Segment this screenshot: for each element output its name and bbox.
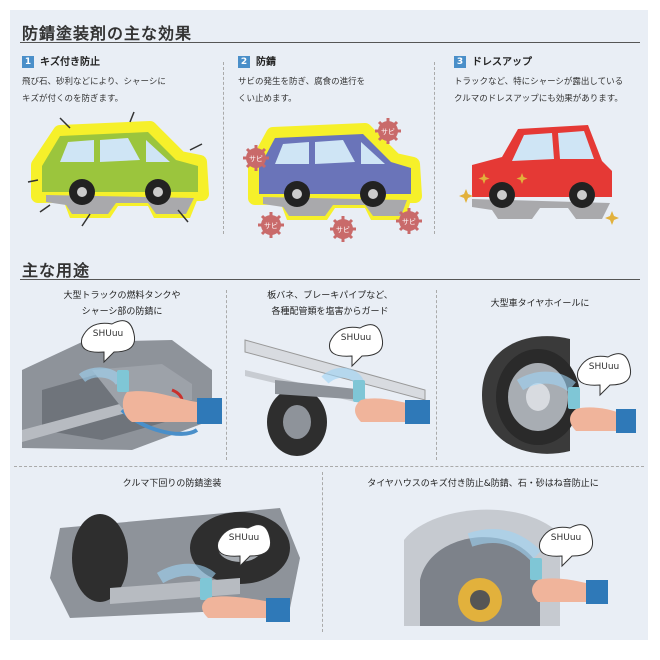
divider xyxy=(223,62,224,234)
rust-tag: サビ xyxy=(336,225,350,234)
use-4-caption: クルマ下回りの防錆塗装 xyxy=(22,476,322,492)
effect-2-description: サビの発生を防ぎ、腐食の進行をくい止めます。 xyxy=(238,74,365,108)
effects-heading-rule xyxy=(20,42,640,43)
effect-1-title: 1 キズ付き防止 xyxy=(22,53,100,68)
effect-2-title-text: 防錆 xyxy=(256,57,276,68)
effect-1-title-text: キズ付き防止 xyxy=(40,57,100,68)
divider xyxy=(436,290,437,460)
use-1-caption-line: シャーシ部の防錆に xyxy=(81,307,163,317)
effect-2-title: 2 防錆 xyxy=(238,53,276,68)
use-3-caption-line: 大型車タイヤホイールに xyxy=(490,299,590,309)
spray-sound-text: SHUuu xyxy=(551,533,581,543)
effect-3-title-text: ドレスアップ xyxy=(472,57,532,68)
effect-2-number: 2 xyxy=(238,56,250,68)
red-car-illustration xyxy=(459,125,619,225)
effect-1-description: 飛び石、砂利などにより、シャーシにキズが付くのを防ぎます。 xyxy=(22,74,166,108)
divider xyxy=(226,290,227,460)
use-3-caption: 大型車タイヤホイールに xyxy=(440,296,640,312)
use-5-caption-line: タイヤハウスのキズ付き防止&防錆、石・砂はね音防止に xyxy=(367,479,599,489)
tire-wheel-illustration: SHUuu xyxy=(482,336,636,454)
truck-tank-illustration: SHUuu xyxy=(22,320,222,450)
spray-sound-text: SHUuu xyxy=(93,329,123,339)
effect-3-number: 3 xyxy=(454,56,466,68)
rust-tag: サビ xyxy=(402,217,416,226)
effect-2-desc-line: サビの発生を防ぎ、腐食の進行を xyxy=(238,77,366,87)
effect-3-desc-line: トラックなど、特にシャーシが露出している xyxy=(454,77,624,87)
uses-heading-rule xyxy=(20,279,640,280)
rust-badge-icon: サビ xyxy=(330,216,356,242)
use-2-caption: 板バネ、ブレーキパイプなど、各種配管類を塩害からガード xyxy=(230,288,430,320)
effect-1-number: 1 xyxy=(22,56,34,68)
underbody-illustration: SHUuu xyxy=(50,508,300,622)
tire-house-illustration: SHUuu xyxy=(404,509,608,626)
rust-tag: サビ xyxy=(264,221,278,230)
use-2-caption-line: 板バネ、ブレーキパイプなど、 xyxy=(267,291,393,301)
use-2-caption-line: 各種配管類を塩害からガード xyxy=(271,307,389,317)
effect-1-desc-line: 飛び石、砂利などにより、シャーシに xyxy=(22,77,166,87)
blue-car-illustration xyxy=(248,123,422,220)
effect-2-desc-line: くい止めます。 xyxy=(238,94,297,104)
effect-1-desc-line: キズが付くのを防ぎます。 xyxy=(22,94,124,104)
effects-heading: 防錆塗装剤の主な効果 xyxy=(22,24,193,43)
use-5-caption: タイヤハウスのキズ付き防止&防錆、石・砂はね音防止に xyxy=(328,476,638,492)
use-1-caption-line: 大型トラックの燃料タンクや xyxy=(63,291,181,301)
effect-3-description: トラックなど、特にシャーシが露出しているクルマのドレスアップにも効果があります。 xyxy=(454,74,623,108)
rust-tag: サビ xyxy=(381,127,395,136)
spray-sound-text: SHUuu xyxy=(341,333,371,343)
rust-badge-icon: サビ xyxy=(375,118,401,144)
rust-badge-icon: サビ xyxy=(396,208,422,234)
uses-heading: 主な用途 xyxy=(22,261,91,280)
spray-sound-text: SHUuu xyxy=(229,533,259,543)
divider xyxy=(14,466,644,467)
rust-badge-icon: サビ xyxy=(258,212,284,238)
use-4-caption-line: クルマ下回りの防錆塗装 xyxy=(122,479,222,489)
spray-sound-text: SHUuu xyxy=(589,362,619,372)
use-1-caption: 大型トラックの燃料タンクやシャーシ部の防錆に xyxy=(22,288,222,320)
divider xyxy=(322,472,323,632)
effect-3-desc-line: クルマのドレスアップにも効果があります。 xyxy=(454,94,623,104)
leaf-spring-illustration: SHUuu xyxy=(244,324,430,456)
rust-tag: サビ xyxy=(249,154,263,163)
effect-3-title: 3 ドレスアップ xyxy=(454,53,532,68)
divider xyxy=(434,62,435,234)
green-car-illustration xyxy=(27,111,209,227)
rust-badge-icon: サビ xyxy=(243,145,269,171)
